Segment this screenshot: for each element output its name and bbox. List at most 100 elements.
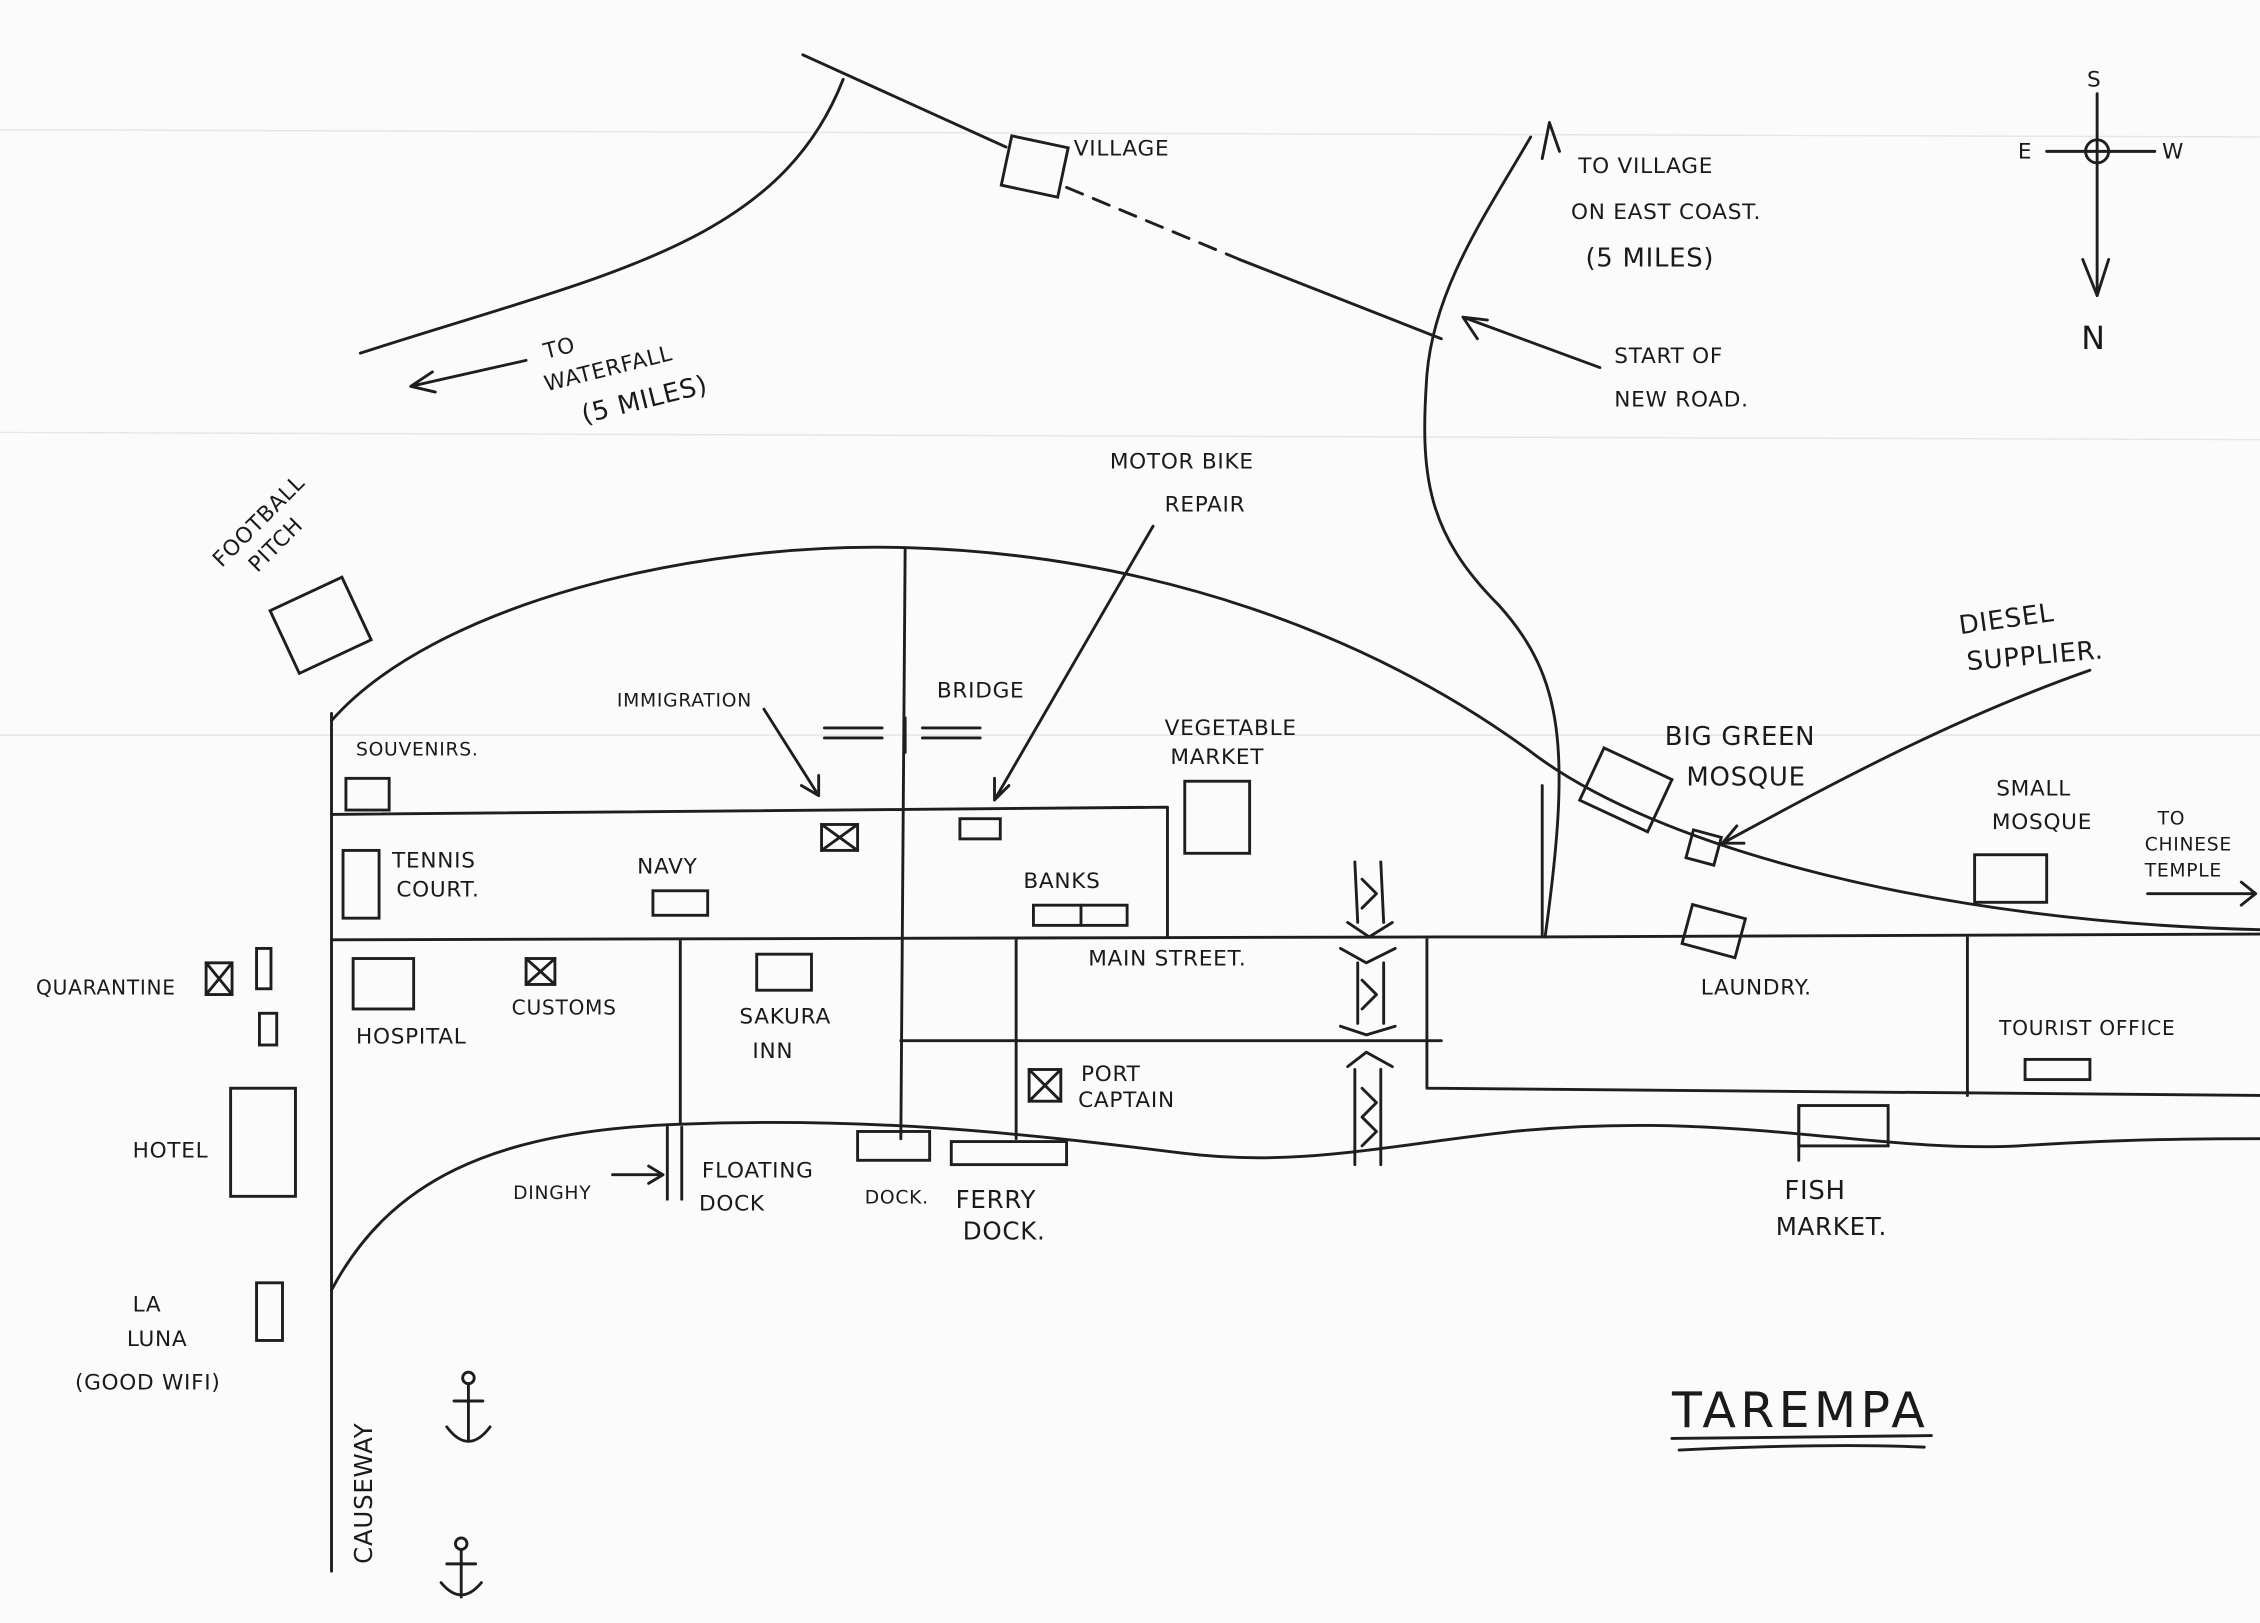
road-to-village-dashed bbox=[1065, 185, 1241, 261]
port-captain-box bbox=[1027, 1068, 1063, 1103]
small-box bbox=[255, 946, 273, 991]
small-bridge-icon bbox=[822, 716, 982, 754]
navy-box bbox=[651, 889, 710, 917]
floating-dock bbox=[665, 1125, 684, 1201]
compass-south: S bbox=[2087, 68, 2101, 93]
anchor-icon bbox=[445, 1370, 492, 1443]
label-start-new-road: START OF bbox=[1614, 344, 1723, 369]
fish-market-box bbox=[1797, 1104, 1890, 1162]
compass-east: E bbox=[2018, 140, 2032, 165]
village-box bbox=[999, 134, 1070, 199]
chinese-temple-arrow-icon bbox=[2146, 880, 2258, 907]
souvenirs-box bbox=[344, 776, 391, 812]
label-la-luna: (GOOD WIFI) bbox=[75, 1370, 221, 1395]
label-big-green-mosque: MOSQUE bbox=[1686, 763, 1805, 793]
label-causeway: CAUSEWAY bbox=[349, 1422, 378, 1564]
label-small-mosque: MOSQUE bbox=[1992, 810, 2092, 835]
diesel-arrow-icon bbox=[1720, 668, 2092, 845]
hospital-box bbox=[351, 957, 416, 1011]
label-port-captain: CAPTAIN bbox=[1078, 1088, 1175, 1113]
new-road bbox=[1238, 258, 1443, 341]
new-road-arrow-icon bbox=[1461, 315, 1602, 370]
immigration-arrow-icon bbox=[762, 707, 821, 798]
label-navy: NAVY bbox=[637, 854, 698, 879]
bridge-icon bbox=[1338, 860, 1397, 1167]
map-title: TAREMPA bbox=[1671, 1382, 1929, 1439]
label-motor-bike-repair: MOTOR BIKE bbox=[1110, 449, 1254, 474]
la-luna-box bbox=[255, 1281, 284, 1342]
label-to-village: (5 MILES) bbox=[1585, 244, 1714, 274]
label-main-street: MAIN STREET. bbox=[1088, 947, 1246, 972]
label-quarantine: QUARANTINE bbox=[36, 976, 176, 1000]
label-big-green-mosque: BIG GREEN bbox=[1665, 722, 1816, 752]
small-mosque-box bbox=[1973, 853, 2049, 904]
dock-box bbox=[856, 1130, 932, 1162]
hotel-box bbox=[229, 1086, 297, 1198]
label-ferry-dock: FERRY bbox=[956, 1185, 1037, 1214]
label-hotel: HOTEL bbox=[133, 1138, 209, 1163]
label-tennis-court: TENNIS bbox=[391, 849, 476, 874]
label-la-luna: LA bbox=[133, 1293, 162, 1318]
tennis-court-box bbox=[341, 848, 381, 920]
compass-north: N bbox=[2081, 321, 2105, 357]
label-tourist-office: TOURIST OFFICE bbox=[1998, 1016, 2175, 1040]
dinghy-arrow-icon bbox=[611, 1164, 665, 1185]
big-green-mosque-box bbox=[1577, 746, 1674, 834]
arrow-up-icon bbox=[1540, 121, 1561, 161]
label-hospital: HOSPITAL bbox=[356, 1025, 467, 1050]
compass-icon: S E W N bbox=[2018, 68, 2184, 357]
label-start-new-road: NEW ROAD. bbox=[1614, 387, 1748, 412]
label-chinese-temple: CHINESE bbox=[2145, 834, 2232, 855]
football-pitch bbox=[268, 575, 374, 676]
label-vegetable-market: VEGETABLE bbox=[1165, 716, 1297, 741]
label-dock: DOCK. bbox=[865, 1188, 929, 1209]
label-chinese-temple: TEMPLE bbox=[2144, 860, 2222, 881]
label-village: VILLAGE bbox=[1074, 137, 1170, 162]
small-box bbox=[257, 1011, 279, 1047]
motorbike-repair-box bbox=[958, 817, 1002, 841]
label-bridge: BRIDGE bbox=[937, 679, 1025, 704]
compass-west: W bbox=[2162, 140, 2184, 165]
banks-box bbox=[1031, 903, 1129, 927]
label-ferry-dock: DOCK. bbox=[963, 1217, 1046, 1246]
town-boundary-road bbox=[330, 545, 2260, 932]
road-to-village-solid bbox=[801, 53, 1008, 149]
title-underline bbox=[1670, 1434, 1933, 1452]
customs-box bbox=[524, 957, 557, 986]
label-port-captain: PORT bbox=[1081, 1062, 1141, 1087]
streets bbox=[330, 546, 2260, 1141]
label-dinghy: DINGHY bbox=[513, 1183, 591, 1204]
quarantine-box bbox=[204, 961, 234, 996]
anchor-icon bbox=[439, 1536, 483, 1599]
label-souvenirs: SOUVENIRS. bbox=[356, 739, 479, 760]
label-small-mosque: SMALL bbox=[1996, 777, 2071, 802]
laundry-box bbox=[1680, 902, 1748, 960]
label-laundry: LAUNDRY. bbox=[1701, 976, 1812, 1001]
immigration-box bbox=[820, 823, 860, 852]
label-immigration: IMMIGRATION bbox=[617, 690, 752, 711]
motorbike-arrow-icon bbox=[993, 524, 1155, 802]
waterfall-arrow-icon bbox=[409, 358, 528, 394]
road-to-waterfall bbox=[358, 77, 845, 355]
label-sakura-inn: SAKURA bbox=[739, 1004, 831, 1029]
label-vegetable-market: MARKET bbox=[1170, 745, 1264, 770]
label-to-village: TO VILLAGE bbox=[1577, 154, 1713, 179]
label-fish-market: MARKET. bbox=[1776, 1212, 1887, 1241]
ferry-dock-box bbox=[949, 1140, 1069, 1167]
label-tennis-court: COURT. bbox=[396, 878, 479, 903]
label-chinese-temple: TO bbox=[2157, 808, 2186, 829]
sakura-inn-box bbox=[755, 952, 813, 992]
label-floating-dock: FLOATING bbox=[702, 1159, 814, 1184]
label-banks: BANKS bbox=[1023, 869, 1100, 894]
label-sakura-inn: INN bbox=[752, 1039, 793, 1064]
vegetable-market-box bbox=[1183, 779, 1252, 855]
shoreline bbox=[330, 1120, 2260, 1292]
label-la-luna: LUNA bbox=[127, 1327, 188, 1352]
diesel-supplier-box bbox=[1684, 828, 1724, 867]
label-customs: CUSTOMS bbox=[512, 996, 617, 1020]
road-to-east-coast bbox=[1423, 135, 1561, 939]
label-to-village: ON EAST COAST. bbox=[1571, 200, 1761, 225]
scan-lines bbox=[0, 129, 2260, 736]
tourist-office-box bbox=[2023, 1057, 2092, 1082]
